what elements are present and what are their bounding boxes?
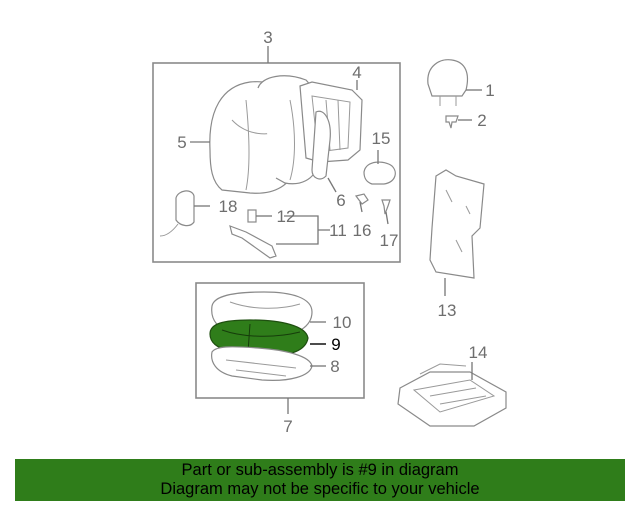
callout-7: 7 (283, 417, 292, 436)
seatback-frame-part (299, 81, 363, 163)
callout-2: 2 (477, 111, 486, 130)
callout-17: 17 (380, 231, 399, 250)
callout-9: 9 (331, 335, 340, 354)
side-panel-part (311, 110, 331, 180)
notice-line-1: Part or sub-assembly is #9 in diagram (181, 461, 459, 479)
callout-15: 15 (372, 129, 391, 148)
guide-part (445, 115, 459, 129)
callout-13: 13 (438, 301, 457, 320)
pin-part (381, 199, 391, 215)
recliner-cover-part (363, 161, 396, 185)
back-board-part (429, 169, 485, 279)
callout-16: 16 (353, 221, 372, 240)
parts-diagram: 3 4 5 6 15 18 12 11 16 17 1 2 13 14 10 9… (152, 28, 507, 436)
cushion-frame-part (211, 346, 313, 381)
callout-12: 12 (277, 207, 296, 226)
seatback-assembly-box (152, 62, 401, 263)
clip-part (354, 193, 369, 205)
side-airbag-part (159, 190, 195, 237)
callout-11: 11 (329, 221, 347, 240)
headrest-part (427, 59, 469, 106)
cushion-assembly-box (195, 282, 365, 399)
notice-line-2: Diagram may not be specific to your vehi… (160, 480, 480, 498)
callout-10: 10 (333, 313, 352, 332)
callout-18: 18 (219, 197, 238, 216)
callout-4: 4 (352, 63, 361, 82)
callout-1: 1 (485, 81, 494, 100)
lever-part (229, 209, 277, 259)
callout-6: 6 (336, 191, 345, 210)
callout-3: 3 (263, 28, 272, 47)
callout-8: 8 (330, 357, 339, 376)
seat-track-part (397, 363, 507, 427)
callout-14: 14 (469, 343, 488, 362)
diagram-notice-banner: Part or sub-assembly is #9 in diagram Di… (15, 459, 625, 501)
callout-lines (190, 46, 482, 414)
callout-5: 5 (177, 133, 186, 152)
